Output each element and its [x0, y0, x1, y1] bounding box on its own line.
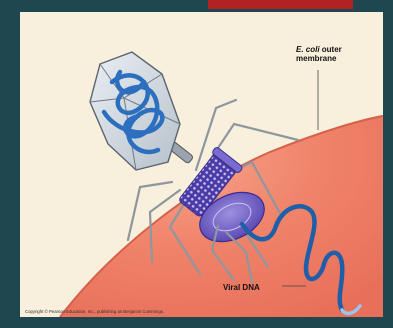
copyright-notice: Copyright © Pearson Education, Inc., pub…: [25, 309, 164, 314]
membrane-label-line2: membrane: [296, 54, 336, 63]
diagram-panel: E. coli outer membrane Viral DNA Copyrig…: [20, 12, 383, 317]
viral-dna-label: Viral DNA: [223, 283, 260, 292]
membrane-label: E. coli outer membrane: [296, 45, 342, 63]
accent-bar: [208, 0, 353, 9]
membrane-label-species: E. coli: [296, 45, 320, 54]
capsid-head: [90, 52, 180, 170]
membrane-label-suffix: outer: [320, 45, 342, 54]
